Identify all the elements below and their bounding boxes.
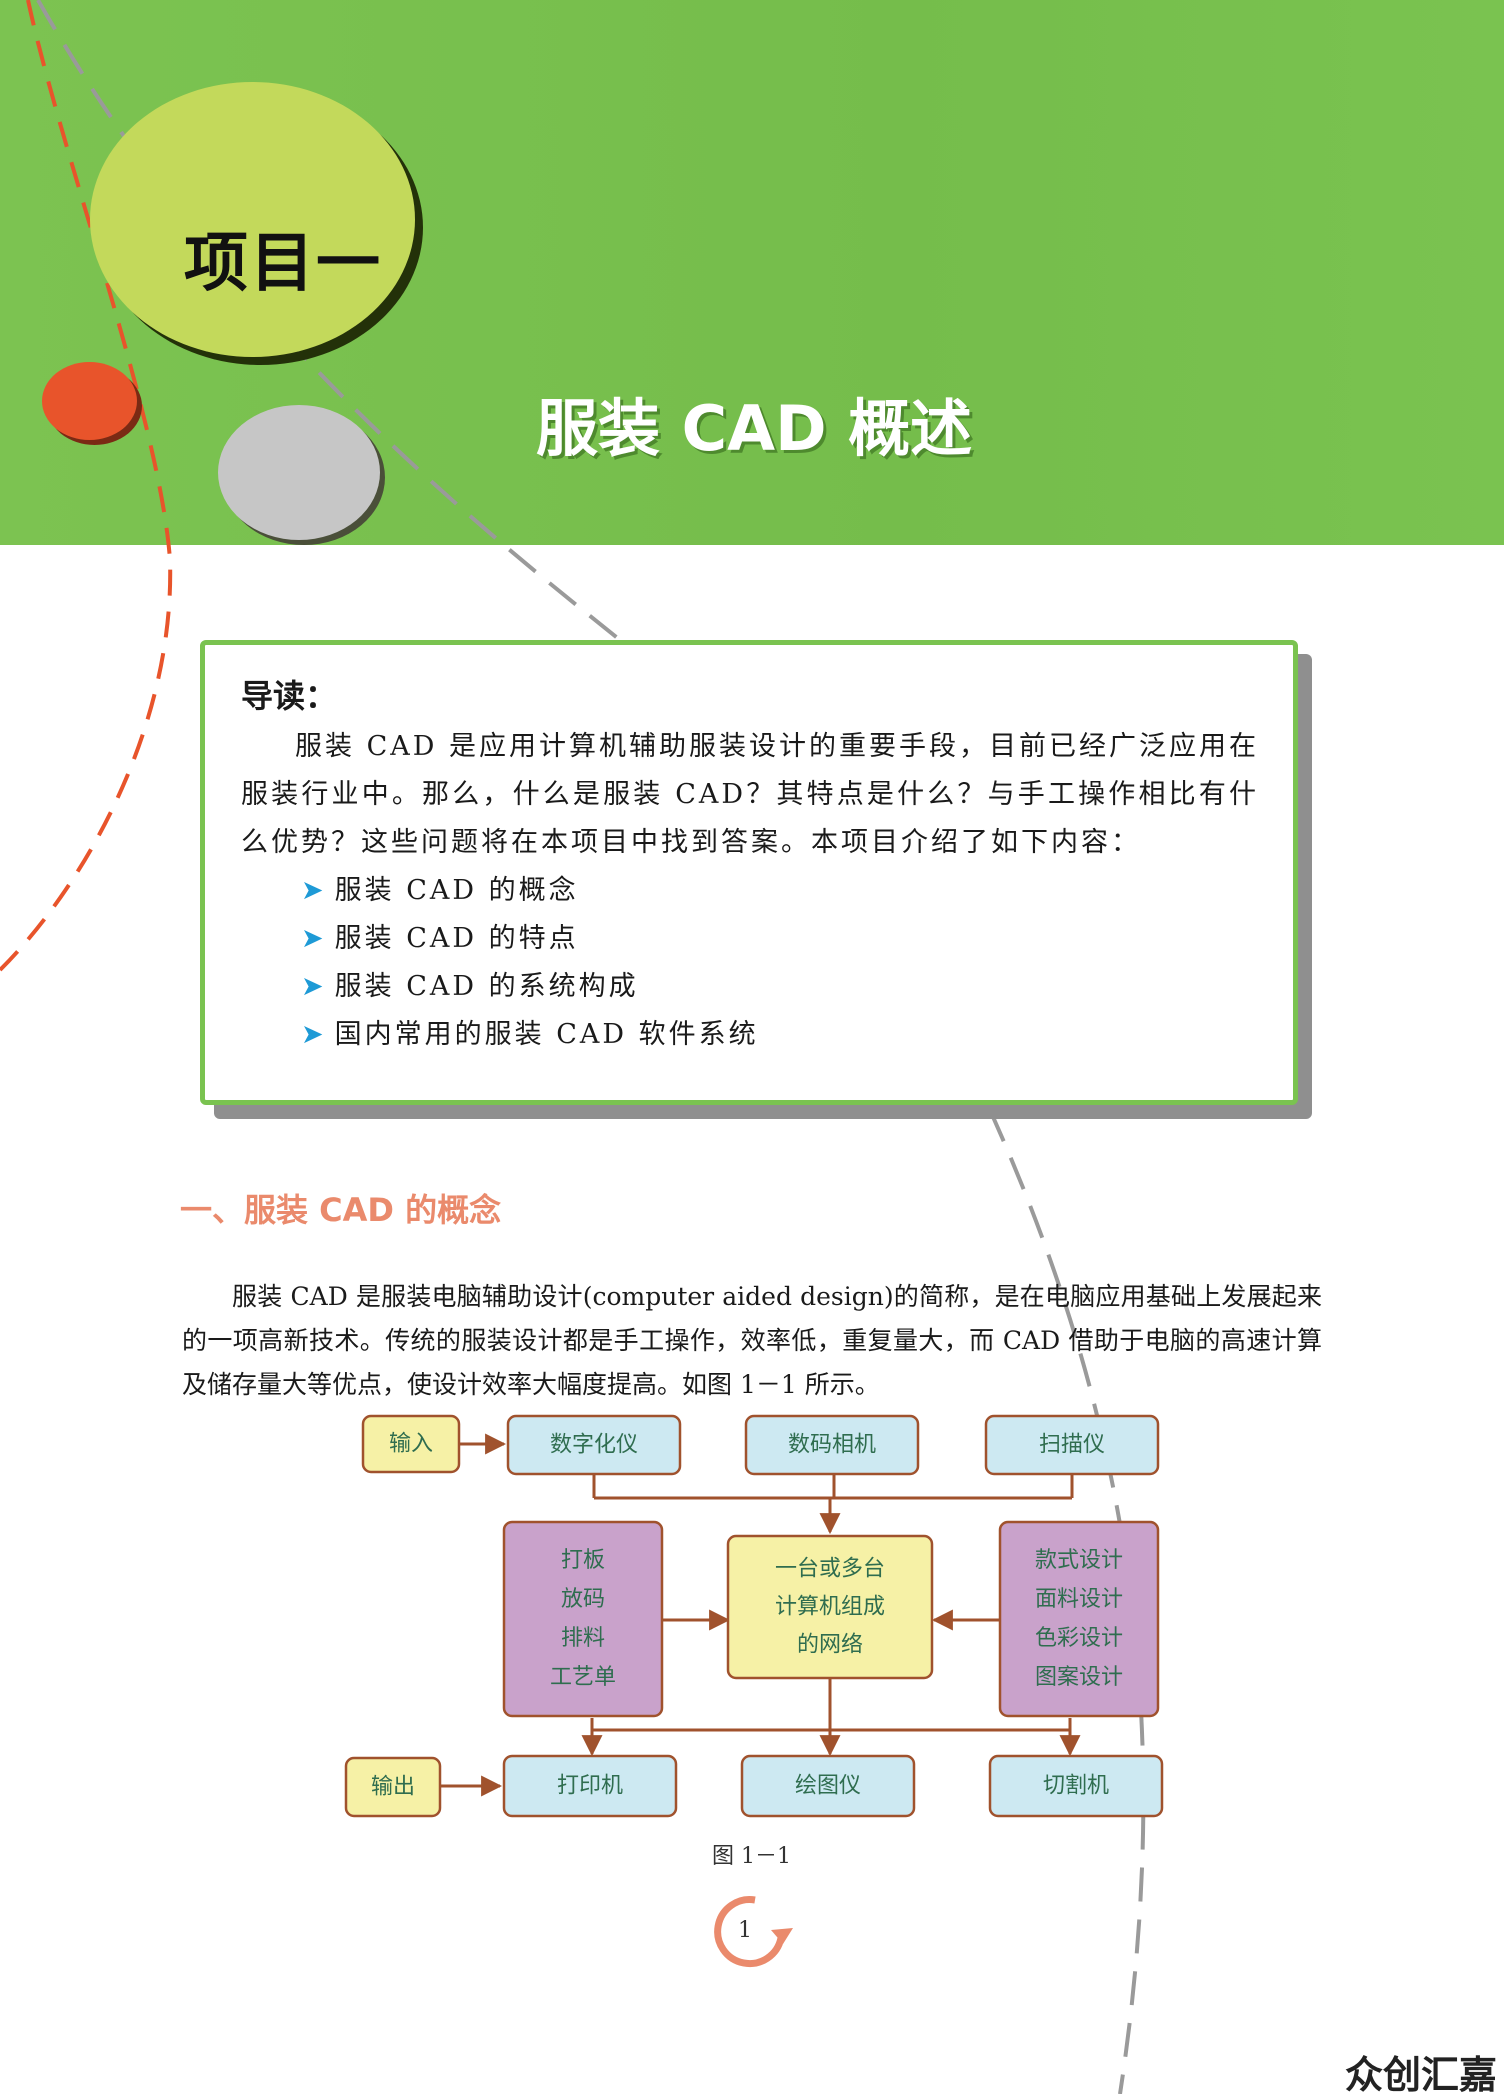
node-text: 工艺单 (550, 1665, 616, 1690)
node-text: 输入 (389, 1432, 433, 1457)
node-text: 款式设计 (1035, 1548, 1123, 1573)
node-text: 数码相机 (788, 1433, 876, 1458)
intro-paragraph: 服装 CAD 是应用计算机辅助服装设计的重要手段，目前已经广泛应用在服装行业中。… (241, 731, 1259, 858)
node-text: 扫描仪 (1039, 1433, 1105, 1458)
node-text: 放码 (561, 1587, 605, 1612)
arrow-bullet-icon: ➤ (301, 923, 327, 954)
intro-bullet-list: ➤服装 CAD 的概念 ➤服装 CAD 的特点 ➤服装 CAD 的系统构成 ➤国… (241, 867, 1259, 1059)
intro-box: 导读： 服装 CAD 是应用计算机辅助服装设计的重要手段，目前已经广泛应用在服装… (200, 640, 1298, 1105)
input-device-box: 扫描仪 (984, 1414, 1160, 1476)
page-number: 1 (738, 1918, 752, 1943)
output-device-box: 绘图仪 (740, 1754, 916, 1818)
input-device-box: 数码相机 (744, 1414, 920, 1476)
node-text: 一台或多台 (775, 1557, 885, 1582)
list-item: ➤服装 CAD 的特点 (301, 915, 1259, 963)
input-device-box: 数字化仪 (506, 1414, 682, 1476)
figure-caption: 图 1－1 (712, 1844, 791, 1869)
arrow-bullet-icon: ➤ (301, 971, 327, 1002)
list-item: ➤服装 CAD 的系统构成 (301, 963, 1259, 1011)
node-text: 打板 (561, 1548, 605, 1573)
arrow-bullet-icon: ➤ (301, 875, 327, 906)
node-text: 面料设计 (1035, 1587, 1123, 1612)
node-text: 排料 (561, 1626, 605, 1651)
arrow-bullet-icon: ➤ (301, 1019, 327, 1050)
unit-badge (90, 82, 415, 357)
node-text: 输出 (371, 1775, 415, 1800)
list-item: ➤国内常用的服装 CAD 软件系统 (301, 1011, 1259, 1059)
output-device-box: 切割机 (988, 1754, 1164, 1818)
node-text: 图案设计 (1035, 1665, 1123, 1690)
section-heading: 一、服装 CAD 的概念 (180, 1191, 502, 1229)
node-text: 计算机组成 (775, 1595, 885, 1620)
node-text: 打印机 (557, 1774, 623, 1799)
gray-circle-decoration (218, 405, 380, 540)
input-label-box: 输入 (361, 1414, 461, 1474)
node-text: 数字化仪 (550, 1433, 638, 1458)
orange-dashed-arc (0, 0, 173, 972)
output-device-box: 打印机 (502, 1754, 678, 1818)
intro-heading: 导读： (241, 677, 338, 715)
unit-label: 项目一 (184, 227, 382, 301)
red-circle-decoration (42, 362, 137, 440)
connector-lines (440, 1433, 1081, 1797)
bullet-text: 服装 CAD 的特点 (334, 923, 579, 954)
section-paragraph: 服装 CAD 是服装电脑辅助设计(computer aided design)的… (182, 1282, 1322, 1399)
page-number-arrow-icon (714, 1896, 793, 1968)
output-label-box: 输出 (344, 1756, 442, 1818)
chapter-title: 服装 CAD 概述 (536, 392, 973, 465)
bullet-text: 服装 CAD 的系统构成 (334, 971, 639, 1002)
node-text: 绘图仪 (795, 1774, 861, 1799)
watermark-text: 众创汇嘉 (1345, 2053, 1498, 2097)
node-text: 色彩设计 (1035, 1626, 1123, 1651)
bullet-text: 服装 CAD 的概念 (334, 875, 579, 906)
bullet-text: 国内常用的服装 CAD 软件系统 (334, 1019, 759, 1050)
list-item: ➤服装 CAD 的概念 (301, 867, 1259, 915)
node-text: 切割机 (1043, 1774, 1109, 1799)
node-text: 的网络 (797, 1633, 863, 1658)
